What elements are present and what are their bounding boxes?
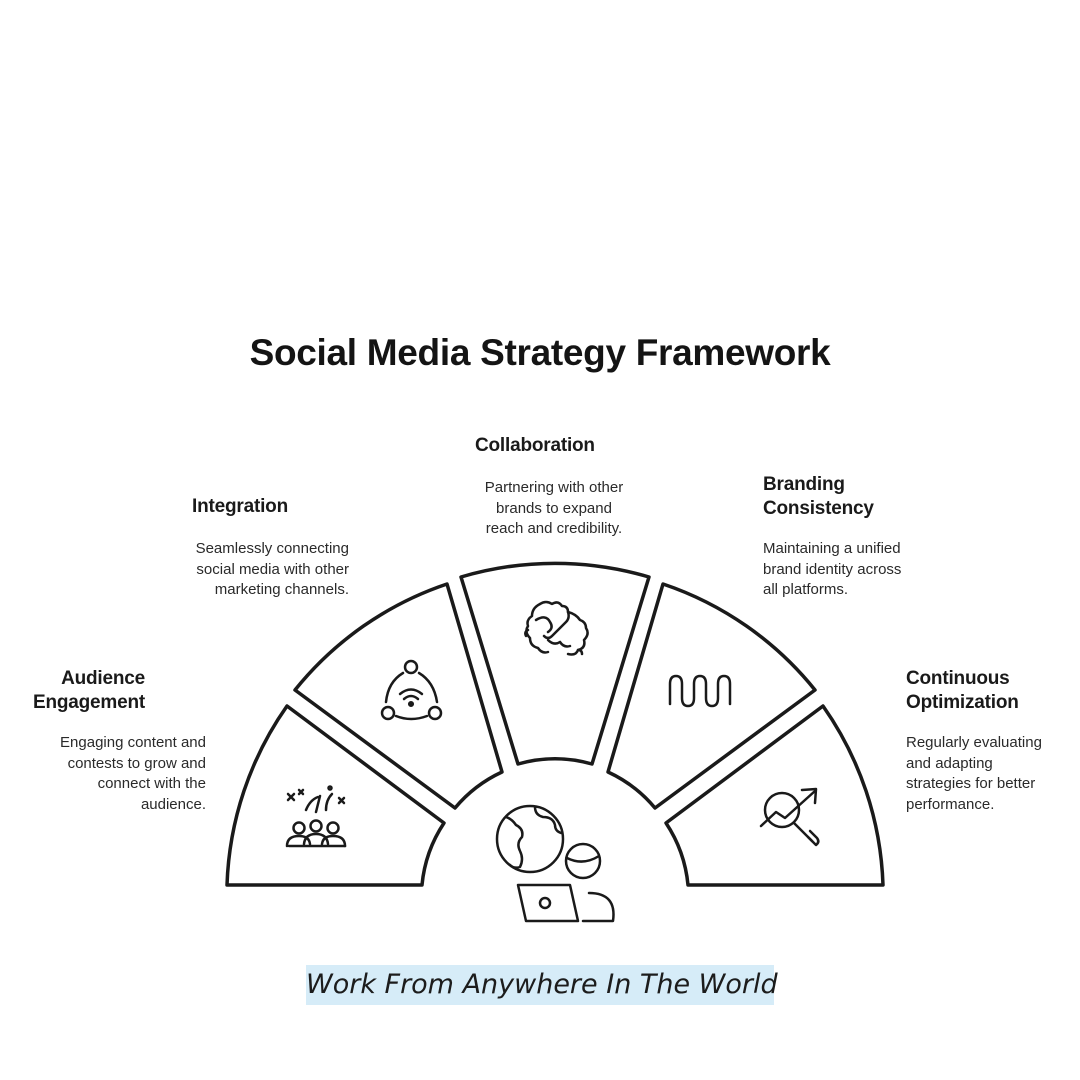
- desc-line: and adapting: [906, 754, 993, 772]
- waveform-icon: [668, 674, 732, 708]
- segment-collaboration: [459, 561, 651, 766]
- segment-branding-consistency: [606, 582, 817, 810]
- continuous-optimization-title: Continuous Optimization: [906, 667, 1076, 715]
- branding-consistency-title: Branding Consistency: [763, 473, 963, 521]
- collaboration-description: Partnering with other brands to expand r…: [454, 478, 654, 540]
- title-line: Optimization: [906, 692, 1019, 713]
- desc-line: Engaging content and: [60, 734, 206, 751]
- desc-line: all platforms.: [763, 581, 849, 598]
- integration-description: Seamlessly connecting social media with …: [120, 539, 349, 601]
- branding-consistency-description: Maintaining a unified brand identity acr…: [763, 539, 963, 601]
- desc-line: brands to expand: [496, 499, 612, 517]
- desc-line: connect with the: [97, 775, 206, 792]
- desc-line: audience.: [140, 795, 206, 813]
- audience-crowd-icon: [285, 785, 347, 848]
- desc-line: social media with other: [196, 560, 349, 578]
- desc-line: Maintaining a unified: [763, 540, 901, 557]
- integration-title: Integration: [120, 495, 288, 519]
- title-line: Integration: [192, 496, 288, 517]
- title-line: Consistency: [763, 498, 874, 519]
- title-line: Audience: [61, 668, 145, 689]
- title-line: Continuous: [906, 668, 1010, 689]
- desc-line: marketing channels.: [214, 581, 349, 598]
- collaboration-title: Collaboration: [475, 434, 675, 458]
- title-line: Collaboration: [475, 435, 595, 456]
- desc-line: brand identity across: [763, 560, 902, 578]
- continuous-optimization-description: Regularly evaluating and adapting strate…: [906, 733, 1076, 815]
- analytics-magnifier-icon: [759, 787, 820, 847]
- remote-work-globe-icon: [495, 804, 615, 923]
- footer-caption: Work From Anywhere In The World: [306, 965, 778, 1005]
- segment-integration: [293, 582, 504, 810]
- audience-engagement-title: Audience Engagement: [10, 667, 145, 715]
- desc-line: Regularly evaluating: [906, 734, 1042, 751]
- desc-line: reach and credibility.: [485, 520, 623, 537]
- title-line: Engagement: [32, 692, 145, 713]
- title-line: Branding: [763, 474, 845, 495]
- desc-line: Partnering with other: [484, 479, 624, 496]
- audience-engagement-description: Engaging content and contests to grow an…: [10, 733, 206, 815]
- desc-line: strategies for better: [906, 775, 1036, 792]
- network-integration-icon: [380, 659, 443, 721]
- page-title: Social Media Strategy Framework: [249, 332, 831, 373]
- desc-line: Seamlessly connecting: [195, 540, 349, 557]
- desc-line: performance.: [906, 795, 995, 813]
- segment-audience-engagement: [225, 704, 446, 887]
- desc-line: contests to grow and: [67, 754, 206, 772]
- handshake-collaboration-icon: [524, 600, 589, 656]
